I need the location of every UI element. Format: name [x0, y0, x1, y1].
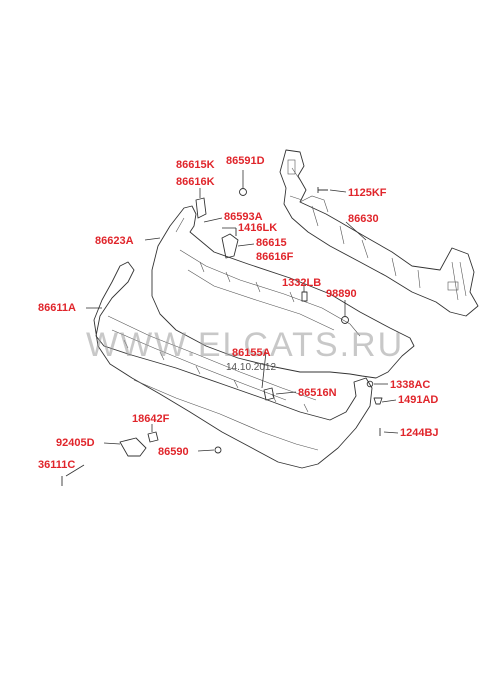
label-1416LK: 1416LK — [238, 222, 277, 234]
label-86630: 86630 — [348, 213, 379, 225]
label-1332LB: 1332LB — [282, 277, 321, 289]
label-86590: 86590 — [158, 446, 189, 458]
label-1125KF: 1125KF — [348, 187, 387, 199]
label-86516N: 86516N — [298, 387, 337, 399]
bumper-cover-part — [151, 205, 415, 379]
watermark-date: 14.10.2012 — [226, 362, 276, 373]
label-86591D: 86591D — [226, 155, 265, 167]
label-18642F: 18642F — [132, 413, 170, 425]
label-86615: 86615 — [256, 237, 287, 249]
label-1491AD: 1491AD — [398, 394, 438, 406]
label-86155A: 86155A — [232, 347, 271, 359]
watermark-text: WWW.ELCATS.RU — [86, 326, 404, 364]
label-86615K: 86615K — [176, 159, 215, 171]
label-36111C: 36111C — [38, 459, 75, 471]
leader-lines — [65, 170, 399, 477]
label-98890: 98890 — [326, 288, 357, 300]
label-1244BJ: 1244BJ — [400, 427, 439, 439]
label-86611A: 86611A — [38, 302, 76, 314]
label-86616F: 86616F — [256, 251, 294, 263]
fastener-parts — [61, 187, 383, 486]
label-86593A: 86593A — [224, 211, 263, 223]
label-1338AC: 1338AC — [390, 379, 430, 391]
label-86616K: 86616K — [176, 176, 215, 188]
lower-valance-part — [93, 261, 373, 469]
energy-absorber-part — [279, 149, 479, 317]
label-86623A: 86623A — [95, 235, 134, 247]
label-92405D: 92405D — [56, 437, 95, 449]
part-labels: 86615K 86591D 86616K 1125KF 86593A 86630… — [38, 155, 439, 471]
